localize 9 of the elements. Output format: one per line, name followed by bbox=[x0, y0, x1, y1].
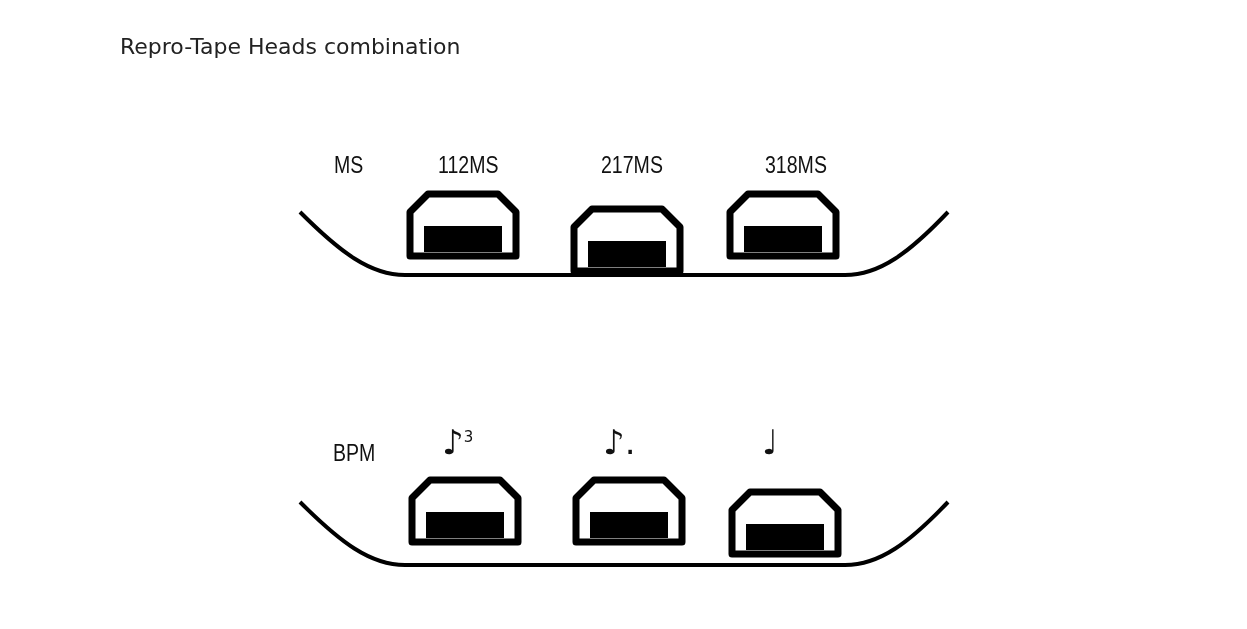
title: Repro-Tape Heads combination bbox=[120, 36, 461, 58]
note-symbol: ♪. bbox=[603, 425, 636, 459]
row-label: BPM bbox=[333, 442, 376, 465]
row-label: 318MS bbox=[765, 154, 827, 177]
row-label: 217MS bbox=[601, 154, 663, 177]
note-symbol: ♩ bbox=[762, 425, 779, 459]
note-symbol: ♪$^{3}$ bbox=[442, 425, 474, 459]
row-label: 112MS bbox=[438, 154, 499, 177]
row-label: MS bbox=[334, 154, 364, 177]
